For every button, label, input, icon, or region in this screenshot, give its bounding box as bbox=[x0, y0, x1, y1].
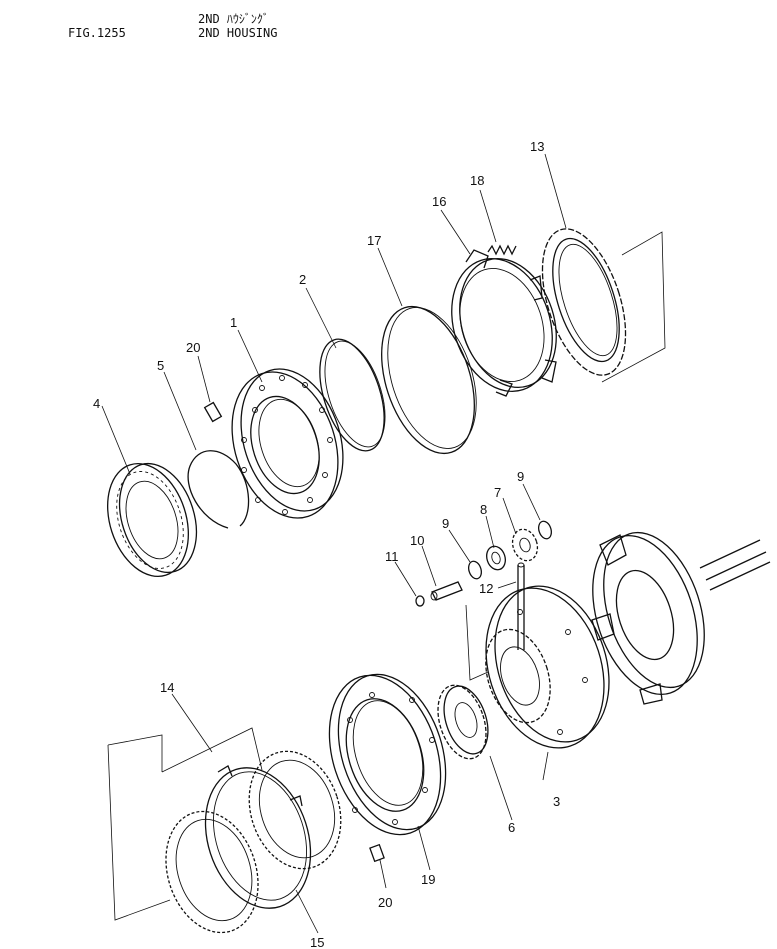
callout-5: 5 bbox=[157, 358, 164, 373]
callout-15: 15 bbox=[310, 935, 324, 949]
callout-9-left: 9 bbox=[442, 516, 449, 531]
part-9-washer-right bbox=[538, 520, 552, 540]
bracket-14 bbox=[107, 727, 263, 921]
callout-16: 16 bbox=[432, 194, 446, 209]
part-12-shaft bbox=[517, 562, 525, 650]
part-20-pin-lower bbox=[369, 843, 385, 863]
carrier-housing bbox=[591, 531, 771, 705]
callout-7: 7 bbox=[494, 485, 501, 500]
part-3-planet-carrier bbox=[485, 585, 610, 749]
callout-20-upper: 20 bbox=[186, 340, 200, 355]
part-17-seal-ring bbox=[381, 305, 477, 455]
part-8-needle-bearing bbox=[486, 545, 506, 571]
callout-13: 13 bbox=[530, 139, 544, 154]
title-english: 2ND HOUSING bbox=[198, 26, 278, 40]
leader-lines bbox=[101, 153, 567, 934]
title-japanese: 2ND ﾊｳｼﾞﾝｸﾞ bbox=[198, 12, 269, 26]
part-16-piston bbox=[451, 249, 557, 397]
callout-20-lower: 20 bbox=[378, 895, 392, 910]
callout-6: 6 bbox=[508, 820, 515, 835]
part-11-plug bbox=[415, 595, 425, 607]
part-7-planet-gear bbox=[511, 528, 539, 562]
figure-number: FIG.1255 bbox=[68, 26, 126, 40]
part-14-friction-disc bbox=[165, 750, 342, 934]
part-2-o-ring bbox=[319, 338, 386, 452]
callout-19: 19 bbox=[421, 872, 435, 887]
callout-1: 1 bbox=[230, 315, 237, 330]
callout-10: 10 bbox=[410, 533, 424, 548]
callout-4: 4 bbox=[93, 396, 100, 411]
part-15-separator-plate bbox=[204, 765, 312, 909]
bracket-13 bbox=[601, 231, 666, 383]
callout-3: 3 bbox=[553, 794, 560, 809]
callout-18: 18 bbox=[470, 173, 484, 188]
callout-8: 8 bbox=[480, 502, 487, 517]
part-9-washer-left bbox=[468, 560, 482, 580]
shaft-alignment-line bbox=[465, 604, 489, 681]
part-1-housing-flange bbox=[231, 368, 344, 519]
callout-12: 12 bbox=[479, 581, 493, 596]
callout-17: 17 bbox=[367, 233, 381, 248]
part-4-splined-ring bbox=[107, 462, 198, 578]
callout-2: 2 bbox=[299, 272, 306, 287]
callout-9-right: 9 bbox=[517, 469, 524, 484]
part-19-housing bbox=[328, 673, 447, 836]
part-18-spring bbox=[487, 244, 517, 256]
part-5-snap-ring bbox=[187, 450, 250, 529]
callout-11: 11 bbox=[385, 549, 399, 564]
part-13-ring-gear bbox=[541, 228, 627, 376]
callout-14: 14 bbox=[160, 680, 174, 695]
part-10-pin bbox=[430, 581, 463, 601]
part-6-sun-gear bbox=[437, 684, 489, 760]
part-20-pin-upper bbox=[203, 401, 223, 423]
